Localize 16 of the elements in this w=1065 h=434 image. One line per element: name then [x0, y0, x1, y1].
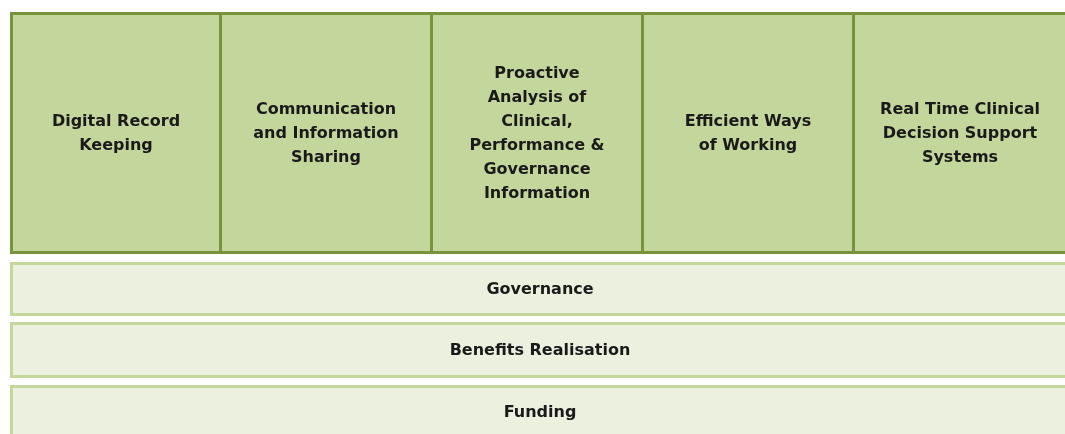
band-title: Funding: [503, 401, 577, 423]
pillar-box: [430, 12, 644, 254]
pillar-title: Communication and Information Sharing: [252, 98, 400, 168]
foundation-band: [10, 322, 1065, 378]
pillar-title: Digital Record Keeping: [50, 110, 182, 156]
band-title: Benefits Realisation: [449, 339, 631, 361]
pillar-title: Real Time Clinical Decision Support Systems: [879, 98, 1041, 168]
band-title: Governance: [486, 278, 594, 300]
pillar-box: [641, 12, 855, 254]
pillar-box: [10, 12, 222, 254]
foundation-band: [10, 385, 1065, 434]
pillar-title: Proactive Analysis of Clinical, Performance & Governance Information: [468, 62, 606, 204]
pillar-box: [219, 12, 433, 254]
foundation-band: [10, 262, 1065, 316]
pillar-title: Efficient Ways of Working: [683, 110, 813, 156]
pillar-box: [852, 12, 1065, 254]
